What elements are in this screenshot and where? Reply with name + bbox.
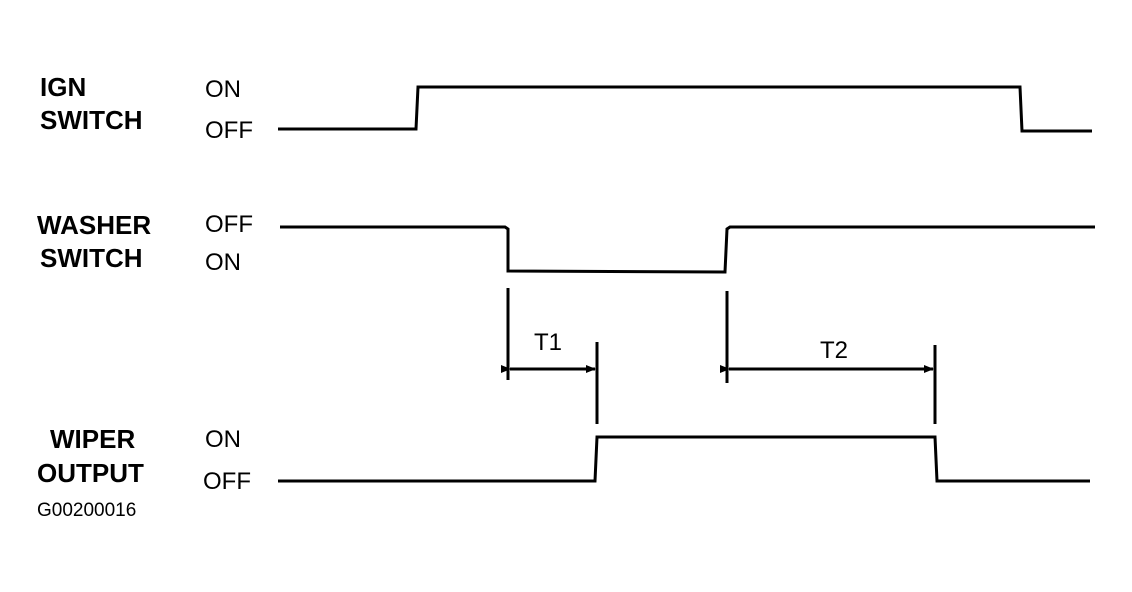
timing-intervals: T1 T2 [501,288,937,424]
wiper-output-off-label: OFF [203,468,251,495]
wiper-output-name-line2: OUTPUT [37,458,144,488]
wiper-output-name-line1: WIPER [50,424,135,454]
washer-switch-waveform [280,225,1095,274]
washer-switch-name-line1: WASHER [37,210,151,240]
ign-switch-on-label: ON [205,76,241,103]
wiper-output-signal: WIPER OUTPUT ON OFF [37,424,1090,495]
t1-label: T1 [534,329,562,356]
ign-switch-signal: IGN SWITCH ON OFF [40,72,1092,144]
washer-switch-signal: WASHER SWITCH OFF ON [37,210,1095,276]
washer-switch-name-line2: SWITCH [40,243,143,273]
washer-switch-on-label: ON [205,249,241,276]
ign-switch-name-line2: SWITCH [40,105,143,135]
wiper-output-waveform [278,435,1090,483]
figure-id: G00200016 [37,500,136,521]
washer-switch-off-label: OFF [205,211,253,238]
ign-switch-waveform [278,85,1092,133]
wiper-output-on-label: ON [205,426,241,453]
ign-switch-name-line1: IGN [40,72,86,102]
t2-label: T2 [820,337,848,364]
ign-switch-off-label: OFF [205,117,253,144]
